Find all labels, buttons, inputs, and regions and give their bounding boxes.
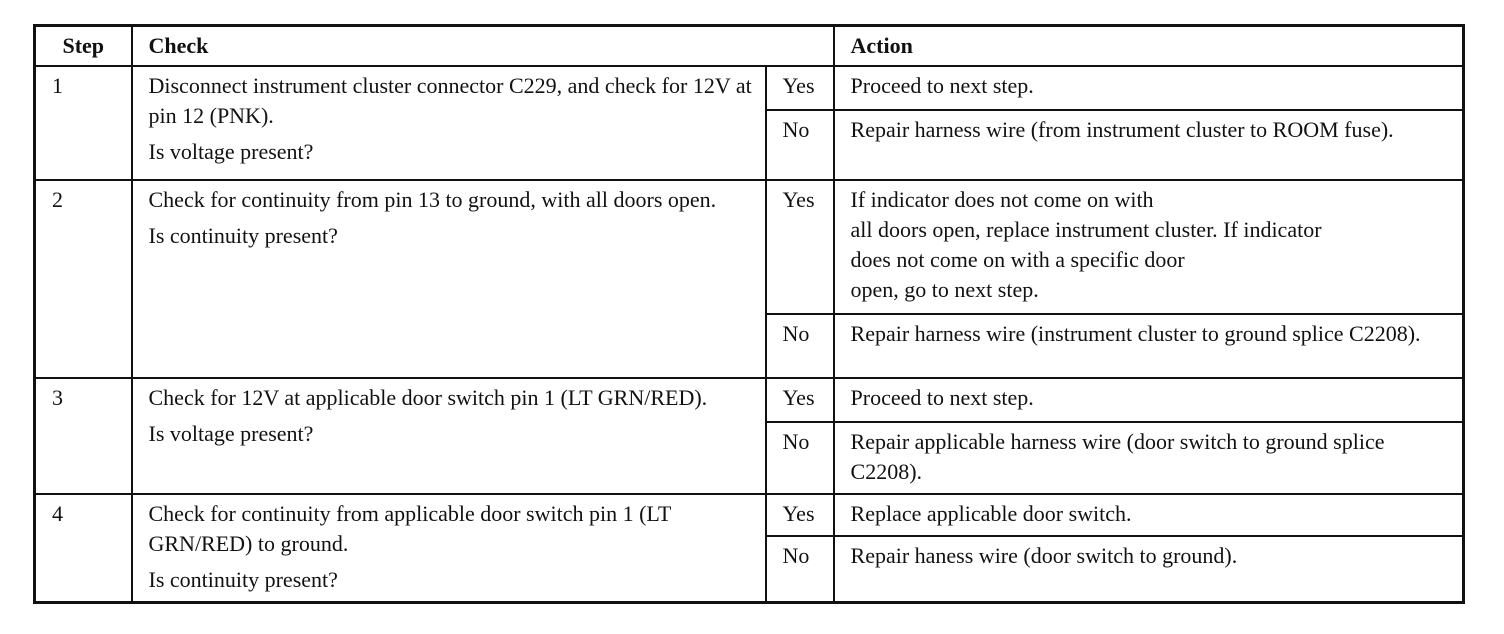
diagnostic-table: Step Check Action 1 Disconnect instrumen… [33, 24, 1466, 604]
check-text: Check for continuity from pin 13 to grou… [148, 187, 717, 212]
table-row: No Repair haness wire (door switch to gr… [35, 535, 1465, 604]
header-row: Step Check Action [33, 24, 1465, 67]
header-step: Step [33, 24, 133, 67]
table-row: No Repair harness wire (from instrument … [35, 109, 1465, 181]
check-question: Is continuity present? [148, 567, 338, 592]
step-number: 3 [33, 377, 133, 495]
table-row: 1 Disconnect instrument cluster connecto… [33, 65, 1465, 181]
check-question: Is voltage present? [148, 421, 314, 446]
step-number: 1 [33, 65, 133, 181]
check-question: Is continuity present? [148, 223, 338, 248]
step-number: 4 [33, 493, 133, 604]
no-action: Repair haness wire (door switch to groun… [832, 535, 1465, 604]
check-question: Is voltage present? [148, 139, 314, 164]
no-label: No [764, 421, 835, 495]
no-action: Repair harness wire (from instrument clu… [832, 109, 1465, 181]
no-action: Repair harness wire (instrument cluster … [832, 313, 1465, 379]
check-cell: Check for continuity from pin 13 to grou… [130, 179, 767, 379]
header-check: Check [130, 24, 835, 67]
yes-label: Yes [764, 65, 835, 111]
check-text: Disconnect instrument cluster connector … [148, 73, 752, 128]
check-text: Check for 12V at applicable door switch … [148, 385, 708, 410]
yes-label: Yes [764, 179, 835, 315]
yes-action: Proceed to next step. [832, 65, 1465, 111]
no-label: No [764, 109, 835, 181]
no-label: No [764, 535, 835, 604]
yes-label: Yes [764, 377, 835, 423]
no-label: No [764, 313, 835, 379]
yes-action: Proceed to next step. [832, 377, 1465, 423]
table-row: 2 Check for continuity from pin 13 to gr… [33, 179, 1465, 379]
check-cell: Check for 12V at applicable door switch … [130, 377, 767, 495]
check-text: Check for continuity from applicable doo… [148, 501, 671, 556]
no-action: Repair applicable harness wire (door swi… [832, 421, 1465, 495]
yes-action: Replace applicable door switch. [832, 492, 1465, 538]
table-row: 4 Check for continuity from applicable d… [33, 492, 1465, 604]
table-row: No Repair harness wire (instrument clust… [35, 313, 1465, 379]
check-cell: Disconnect instrument cluster connector … [130, 65, 767, 181]
header-action: Action [832, 24, 1465, 67]
yes-label: Yes [764, 492, 835, 538]
yes-action: If indicator does not come on with all d… [832, 179, 1465, 315]
check-cell: Check for continuity from applicable doo… [130, 493, 767, 604]
table-row: 3 Check for 12V at applicable door switc… [33, 377, 1465, 495]
table-row: No Repair applicable harness wire (door … [35, 421, 1465, 495]
step-number: 2 [33, 179, 133, 379]
